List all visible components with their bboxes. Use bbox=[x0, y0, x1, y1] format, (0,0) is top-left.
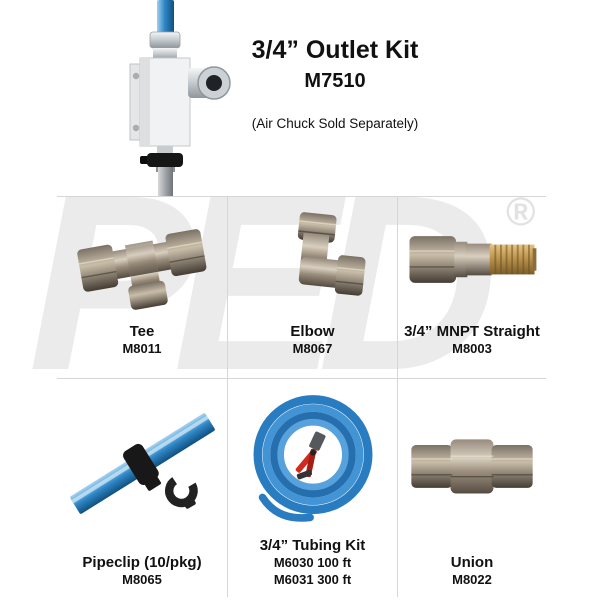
product-model: M8065 bbox=[122, 572, 162, 588]
tubing-kit-illustration bbox=[253, 395, 372, 523]
outlet-kit-photo bbox=[100, 0, 235, 201]
kit-model-number: M7510 bbox=[304, 70, 366, 92]
product-cell-tee: Tee M8011 bbox=[57, 196, 228, 378]
tubing-kit-photo bbox=[228, 379, 397, 536]
product-cell-mnpt-straight: 3/4” MNPT Straight M8003 bbox=[398, 196, 546, 378]
page-title: 3/4” Outlet Kit bbox=[251, 36, 419, 64]
mnpt-straight-photo bbox=[398, 197, 546, 322]
product-label: Union M8022 bbox=[451, 553, 494, 589]
pipeclip-illustration bbox=[70, 413, 215, 515]
product-model: M8067 bbox=[292, 341, 333, 357]
product-label: Pipeclip (10/pkg) M8065 bbox=[82, 553, 201, 589]
product-model: M8022 bbox=[452, 572, 492, 588]
product-cell-elbow: Elbow M8067 bbox=[228, 196, 398, 378]
product-cell-tubing-kit: 3/4” Tubing Kit M6030 100 ft M6031 300 f… bbox=[228, 378, 398, 597]
product-label: 3/4” Tubing Kit M6030 100 ft M6031 300 f… bbox=[260, 536, 366, 589]
product-name: Pipeclip (10/pkg) bbox=[82, 553, 202, 571]
product-cell-pipeclip: Pipeclip (10/pkg) M8065 bbox=[57, 378, 228, 597]
product-name: 3/4” Tubing Kit bbox=[259, 536, 366, 554]
registered-mark: ® bbox=[506, 190, 536, 234]
title-block: 3/4” Outlet Kit M7510 (Air Chuck Sold Se… bbox=[228, 36, 442, 131]
product-model: M8003 bbox=[452, 341, 492, 357]
product-name: 3/4” MNPT Straight bbox=[404, 322, 540, 340]
product-name: Elbow bbox=[290, 322, 335, 340]
pipeclip-photo bbox=[57, 379, 227, 553]
product-model: M6030 100 ft bbox=[273, 555, 352, 571]
elbow-illustration bbox=[297, 212, 366, 297]
mnpt-straight-illustration bbox=[409, 235, 537, 283]
product-label: Elbow M8067 bbox=[290, 322, 334, 358]
product-label: 3/4” MNPT Straight M8003 bbox=[404, 322, 540, 358]
product-grid: Tee M8011 bbox=[57, 196, 546, 597]
product-cell-union: Union M8022 bbox=[398, 378, 546, 597]
product-model: M8011 bbox=[122, 341, 162, 357]
union-illustration bbox=[411, 439, 533, 494]
product-name: Union bbox=[450, 553, 494, 571]
elbow-photo bbox=[228, 197, 397, 322]
tee-illustration bbox=[77, 229, 207, 311]
union-photo bbox=[398, 379, 546, 553]
kit-note: (Air Chuck Sold Separately) bbox=[251, 116, 419, 131]
product-name: Tee bbox=[129, 322, 155, 340]
product-label: Tee M8011 bbox=[122, 322, 161, 358]
product-model-2: M6031 300 ft bbox=[273, 572, 352, 588]
outlet-kit-illustration bbox=[129, 0, 231, 196]
tee-photo bbox=[57, 197, 227, 322]
